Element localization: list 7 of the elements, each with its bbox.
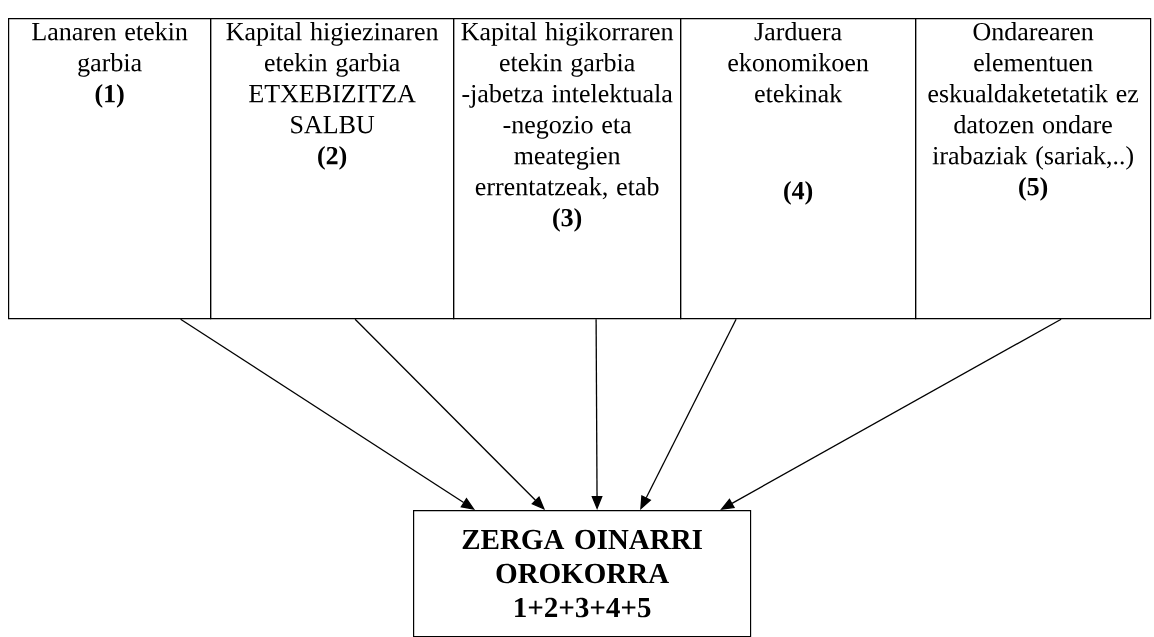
category-box: Ondarearen elementuen eskualdaketetatik ez datozen ondare irabaziak (sariak,..) (5) <box>915 18 1152 320</box>
arrow <box>640 318 737 510</box>
category-box: Kapital higiezinaren etekin garbia ETXEBIZITZA SALBU (2) <box>210 18 455 320</box>
category-box: Jarduera ekonomikoen etekinak (4) <box>680 18 917 320</box>
category-box: Kapital higikorraren etekin garbia -jabetza intelektuala -negozio eta meategien errentatzeak, etab (3) <box>453 18 682 320</box>
category-box: Lanaren etekin garbia (1) <box>8 18 212 320</box>
result-box: ZERGA OINARRI OROKORRA 1+2+3+4+5 <box>413 510 752 637</box>
